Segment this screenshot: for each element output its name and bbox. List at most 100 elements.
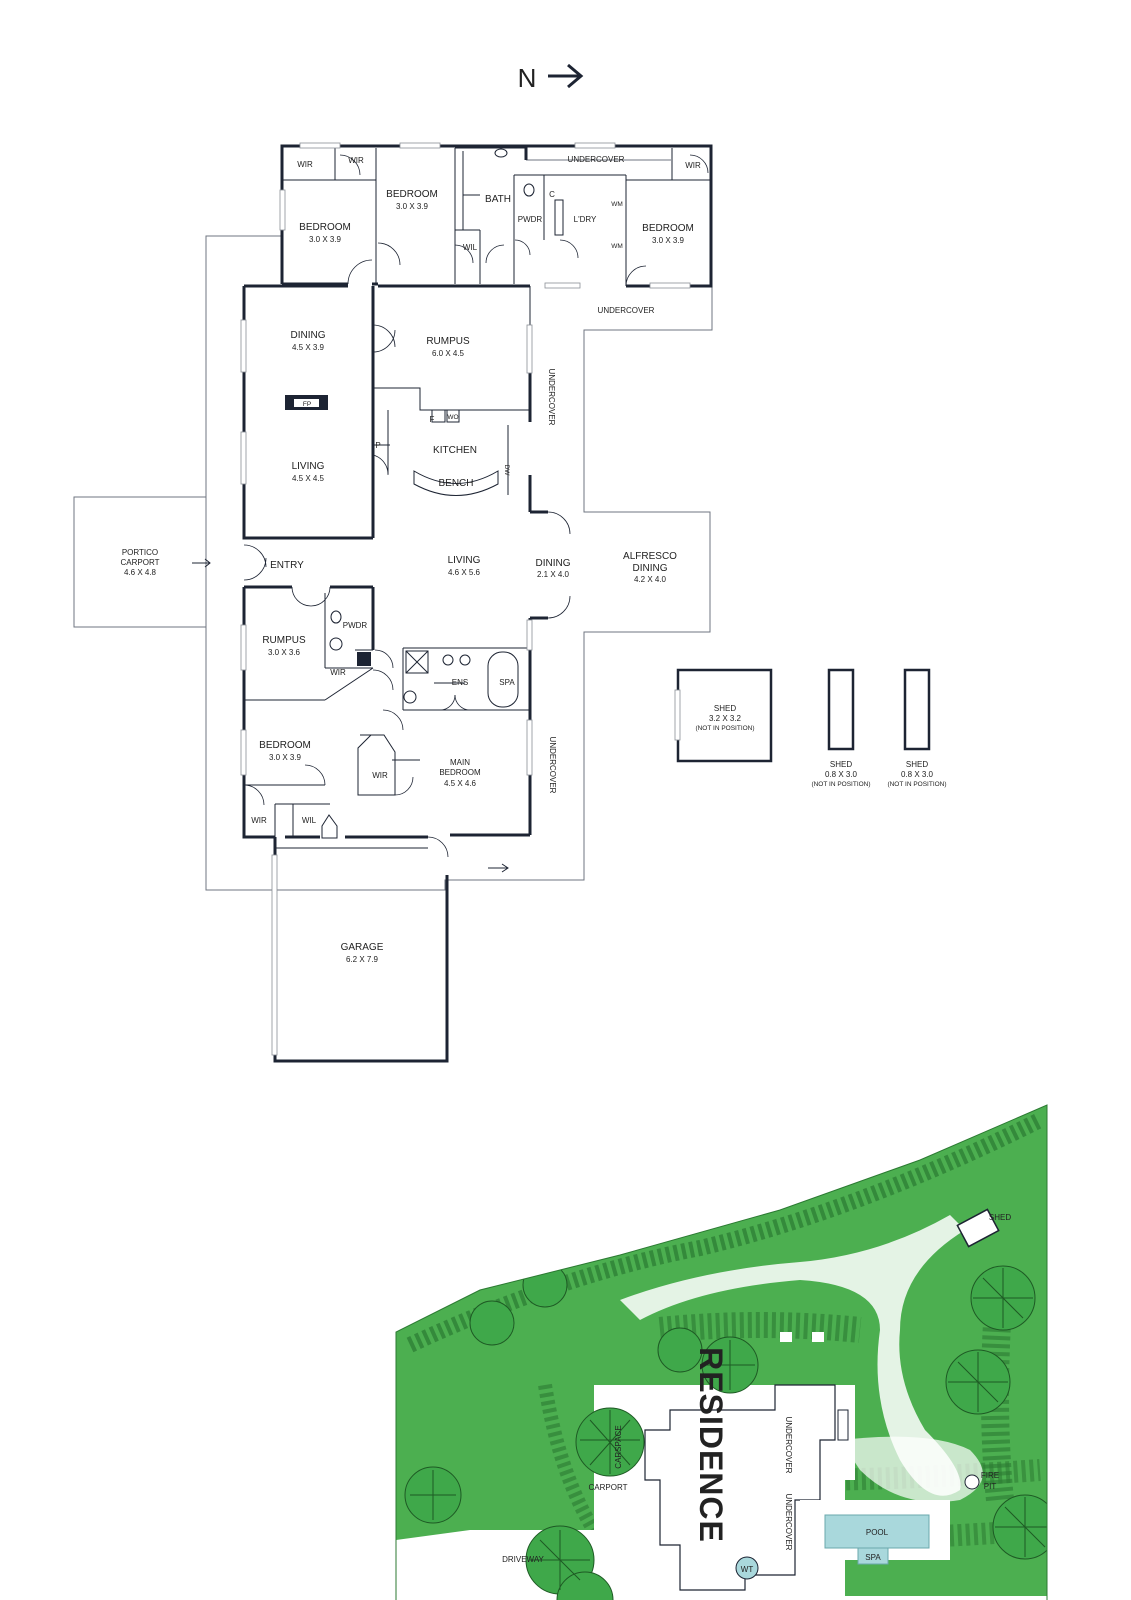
main-bed-size: 4.5 X 4.6 [444, 779, 477, 788]
shed3-name: SHED [906, 760, 928, 769]
bench-label: BENCH [438, 478, 473, 489]
undercover-v2-label: UNDERCOVER [548, 737, 557, 794]
wir-nw-label: WIR [297, 160, 313, 169]
pool-label: POOL [866, 1528, 889, 1537]
wm2-label: WM [611, 243, 623, 250]
wt-label: WT [741, 1565, 754, 1574]
pwdr-mid-label: PWDR [343, 621, 368, 630]
bedroom1-size: 3.0 X 3.9 [309, 235, 342, 244]
wir-mid-label: WIR [330, 668, 346, 677]
bedroom4-size: 3.0 X 3.9 [269, 753, 302, 762]
bath-label: BATH [485, 194, 511, 205]
f-label: F [430, 415, 435, 424]
compass-north-label: N [518, 63, 537, 93]
undercover-v1-label: UNDERCOVER [547, 369, 556, 426]
living2-size: 4.6 X 5.6 [448, 568, 481, 577]
fire-pit-label-1: FIRE [981, 1471, 999, 1480]
rumpus1-name: RUMPUS [426, 336, 470, 347]
entry-label: ENTRY [270, 560, 304, 571]
doors [243, 154, 709, 858]
dw-label: DW [503, 465, 510, 477]
fire-pit [964, 1474, 980, 1490]
rumpus2-size: 3.0 X 3.6 [268, 648, 301, 657]
pwdr-top-label: PWDR [518, 215, 543, 224]
wm1-label: WM [611, 201, 623, 208]
dining2-size: 2.1 X 4.0 [537, 570, 570, 579]
main-bed-name: MAIN [450, 758, 470, 767]
residence-label: RESIDENCE [693, 1347, 729, 1543]
shed2-name: SHED [830, 760, 852, 769]
portico-size: 4.6 X 4.8 [124, 568, 157, 577]
dining1-size: 4.5 X 3.9 [292, 343, 325, 352]
p-label: P [375, 441, 380, 450]
dining2-name: DINING [536, 558, 571, 569]
fp-label: FP [303, 401, 311, 408]
spa [857, 1547, 889, 1565]
ldry-label: L'DRY [574, 215, 597, 224]
driveway-label: DRIVEWAY [502, 1555, 544, 1564]
alfresco-size: 4.2 X 4.0 [634, 575, 667, 584]
bedroom3-name: BEDROOM [642, 223, 694, 234]
alfresco-name: ALFRESCO [623, 551, 677, 562]
bedroom2-name: BEDROOM [386, 189, 438, 200]
wir-sw-label: WIR [251, 816, 267, 825]
wil-sw-label: WIL [302, 816, 317, 825]
house-walls [242, 144, 713, 1063]
garden-path [620, 1215, 965, 1496]
rumpus2-name: RUMPUS [262, 635, 306, 646]
kitchen-label: KITCHEN [433, 445, 477, 456]
living2-name: LIVING [448, 555, 481, 566]
site-shed-label: SHED [989, 1213, 1011, 1222]
bedroom2-size: 3.0 X 3.9 [396, 202, 429, 211]
sheds: SHED 3.2 X 3.2 (NOT IN POSITION) SHED 0.… [674, 668, 947, 788]
trees [404, 1262, 1047, 1600]
shed1-name: SHED [714, 704, 736, 713]
shed3-size: 0.8 X 3.0 [901, 770, 934, 779]
alfresco-name2: DINING [633, 563, 668, 574]
portico-name2: CARPORT [121, 558, 160, 567]
bath-fixtures [192, 148, 564, 873]
main-bed-name2: BEDROOM [439, 768, 481, 777]
wo-label: WO [447, 414, 458, 421]
shed1-note: (NOT IN POSITION) [695, 725, 754, 732]
site-plan: SHED FIRE PIT RESIDENCE CARSPACE CARPORT… [395, 1104, 1048, 1600]
garage-name: GARAGE [341, 942, 384, 953]
wir-main-label: WIR [372, 771, 388, 780]
undercover-mid-label: UNDERCOVER [598, 306, 655, 315]
shed1-size: 3.2 X 3.2 [709, 714, 742, 723]
compass-arrow-icon [548, 63, 584, 89]
garage-size: 6.2 X 7.9 [346, 955, 379, 964]
shed2-size: 0.8 X 3.0 [825, 770, 858, 779]
spa-room-label: SPA [499, 678, 515, 687]
shed3-note: (NOT IN POSITION) [887, 781, 946, 788]
room-labels: WIR WIR BEDROOM 3.0 X 3.9 BEDROOM 3.0 X … [121, 155, 701, 964]
site-undercover-2: UNDERCOVER [784, 1494, 793, 1551]
rumpus1-size: 6.0 X 4.5 [432, 349, 465, 358]
wil-top-label: WIL [463, 243, 478, 252]
fire-pit-label-2: PIT [984, 1482, 997, 1491]
ens-label: ENS [452, 678, 468, 687]
c-cupboard-label: C [549, 190, 555, 199]
site-shed [956, 1208, 1000, 1248]
water-tank [735, 1556, 759, 1580]
carport-label: CARPORT [589, 1483, 628, 1492]
house-outline [73, 146, 713, 891]
wir-n2-label: WIR [348, 156, 364, 165]
spa-label: SPA [865, 1553, 881, 1562]
shed2-note: (NOT IN POSITION) [811, 781, 870, 788]
pool [824, 1514, 930, 1549]
carspace-label: CARSPACE [614, 1425, 623, 1468]
site-undercover-1: UNDERCOVER [784, 1417, 793, 1474]
living1-size: 4.5 X 4.5 [292, 474, 325, 483]
bedroom1-name: BEDROOM [299, 222, 351, 233]
windows [240, 142, 691, 1056]
bedroom4-name: BEDROOM [259, 740, 311, 751]
portico-name: PORTICO [122, 548, 158, 557]
bedroom3-size: 3.0 X 3.9 [652, 236, 685, 245]
undercover-top-label: UNDERCOVER [568, 155, 625, 164]
wir-ne-label: WIR [685, 161, 701, 170]
living1-name: LIVING [292, 461, 325, 472]
dining1-name: DINING [291, 330, 326, 341]
compass: N [518, 63, 584, 93]
